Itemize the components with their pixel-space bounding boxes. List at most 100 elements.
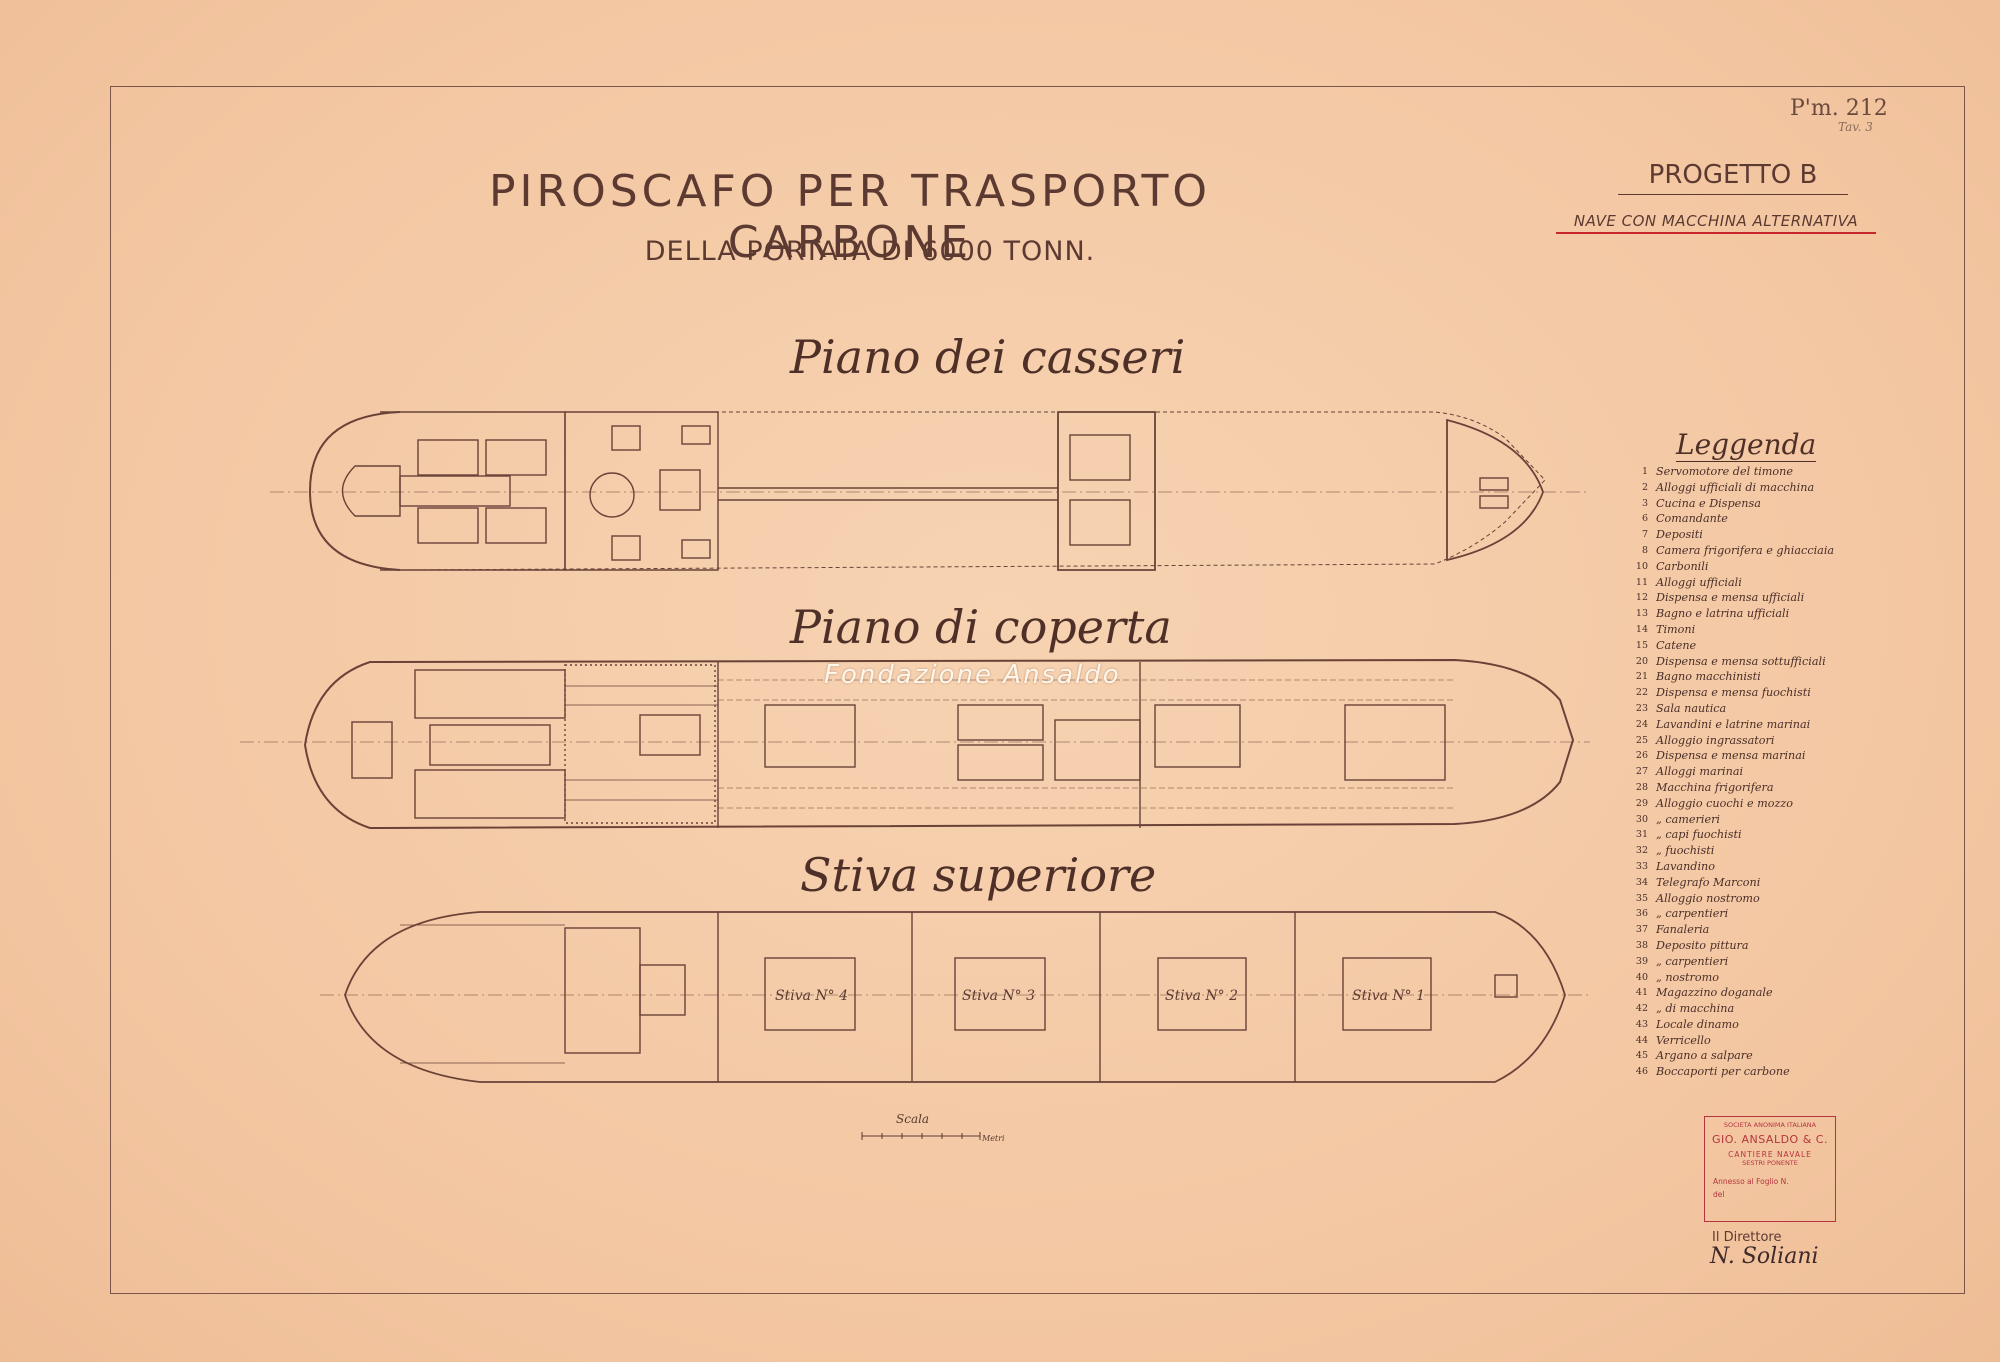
legend-item-text: Magazzino doganale [1656, 986, 1773, 1000]
legend-item-text: Bagno e latrina ufficiali [1656, 607, 1790, 621]
drawing-title: PIROSCAFO PER TRASPORTO CARBONE [488, 166, 1212, 268]
legend-item-text: Timoni [1656, 622, 1696, 636]
watermark: Fondazione Ansaldo [824, 660, 1121, 690]
stamp-date: del [1713, 1190, 1725, 1199]
legend-item-number: 14 [1635, 623, 1648, 635]
drawing-border [110, 86, 1965, 1294]
legend-item-text: Alloggi marinai [1656, 765, 1744, 779]
legend-item-number: 31 [1635, 829, 1648, 841]
legend-item: 1 Servomotore del timone [1626, 464, 1926, 480]
legend-item-number: 23 [1635, 702, 1648, 714]
legend-item-number: 32 [1635, 845, 1648, 857]
plan-casseri [308, 411, 1546, 571]
legend-item: 42„ di macchina [1626, 1001, 1926, 1017]
stamp-company: GIO. ANSALDO & C. [1712, 1133, 1828, 1146]
legend-item: 39 „ carpentieri [1626, 954, 1926, 970]
legend-item-number: 27 [1635, 766, 1648, 778]
scale-label: Scala [896, 1112, 930, 1126]
legend-item-text: Comandante [1656, 512, 1728, 526]
legend-item-number: 39 [1635, 955, 1648, 967]
legend-item-text: Alloggio ingrassatori [1656, 733, 1775, 747]
legend-item-text: Alloggio nostromo [1656, 891, 1760, 905]
hold-label-1: Stiva N° 1 [1352, 988, 1425, 1004]
legend-item-text: Deposito pittura [1656, 938, 1749, 952]
legend-item-number: 29 [1635, 797, 1648, 809]
legend-item-number: 22 [1635, 687, 1648, 699]
legend-item-text: Boccaporti per carbone [1656, 1065, 1790, 1079]
project-note: NAVE CON MACCHINA ALTERNATIVA [1556, 212, 1876, 234]
legend-item-text: Dispensa e mensa marinai [1656, 749, 1806, 763]
legend-item-number: 28 [1635, 781, 1648, 793]
legend-item-number: 45 [1635, 1050, 1648, 1062]
legend-item-text: Alloggi ufficiali di macchina [1656, 480, 1815, 494]
legend-item: 6 Comandante [1626, 511, 1926, 527]
legend-item: 41 Magazzino doganale [1626, 985, 1926, 1001]
legend-item-number: 40 [1635, 971, 1648, 983]
legend-item-text: Depositi [1656, 528, 1703, 542]
legend-item: 36„ carpentieri [1626, 906, 1926, 922]
view-title-casseri: Piano dei casseri [790, 330, 1186, 384]
director-label: Il Direttore [1712, 1230, 1782, 1245]
stamp-annex: Annesso al Foglio N. [1713, 1177, 1789, 1186]
legend-item-number: 25 [1635, 734, 1648, 746]
hold-label-4: Stiva N° 4 [775, 988, 848, 1004]
stamp-place: SESTRI PONENTE [1742, 1159, 1798, 1167]
legend-item: 31„ capi fuochisti [1626, 827, 1926, 843]
hold-labels: Stiva N° 4 Stiva N° 3 Stiva N° 2 Stiva N… [775, 988, 1425, 1004]
legend-item-number: 41 [1635, 987, 1648, 999]
legend-item-text: Dispensa e mensa sottufficiali [1656, 654, 1826, 668]
legend-item-text: Catene [1656, 638, 1697, 652]
legend-item-number: 44 [1635, 1034, 1648, 1046]
legend-item: 38 Deposito pittura [1626, 938, 1926, 954]
legend-item-number: 3 [1641, 497, 1648, 509]
legend-item-number: 38 [1635, 939, 1648, 951]
legend-item-number: 12 [1635, 592, 1648, 604]
legend-item-text: Verricello [1656, 1033, 1711, 1047]
sheet-number: P'm. 212 [1790, 96, 1888, 121]
legend-item-text: Servomotore del timone [1656, 465, 1793, 478]
legend-item-number: 8 [1641, 544, 1648, 556]
legend-item-text: Camera frigorifera e ghiacciaia [1656, 543, 1835, 557]
legend-item: 32„ fuochisti [1626, 843, 1926, 859]
view-title-coperta: Piano di coperta [790, 600, 1172, 654]
view-title-stiva: Stiva superiore [800, 848, 1157, 902]
legend-item-number: 1 [1641, 466, 1648, 477]
legend-item-number: 21 [1635, 671, 1648, 683]
legend-item-text: „ carpentieri [1656, 954, 1729, 968]
legend-item: 8 Camera frigorifera e ghiacciaia [1626, 543, 1926, 559]
project-label: PROGETTO B [1618, 160, 1848, 195]
legend-item-number: 10 [1635, 560, 1648, 572]
stamp-yard: CANTIERE NAVALE [1728, 1150, 1812, 1159]
legend-item-number: 6 [1641, 513, 1648, 525]
director-signature: N. Soliani [1710, 1244, 1819, 1269]
legend-item: 25 Alloggio ingrassatori [1626, 733, 1926, 749]
legend-item-number: 42 [1635, 1003, 1648, 1015]
company-stamp: SOCIETA ANONIMA ITALIANA GIO. ANSALDO & … [1704, 1116, 1836, 1222]
legend-item-text: „ nostromo [1656, 970, 1719, 984]
legend-item-text: „ carpentieri [1656, 907, 1729, 921]
legend-item-number: 26 [1635, 750, 1648, 762]
legend-item-number: 37 [1635, 924, 1648, 936]
legend-item: 27 Alloggi marinai [1626, 764, 1926, 780]
scale-unit: Metri [982, 1134, 1005, 1143]
